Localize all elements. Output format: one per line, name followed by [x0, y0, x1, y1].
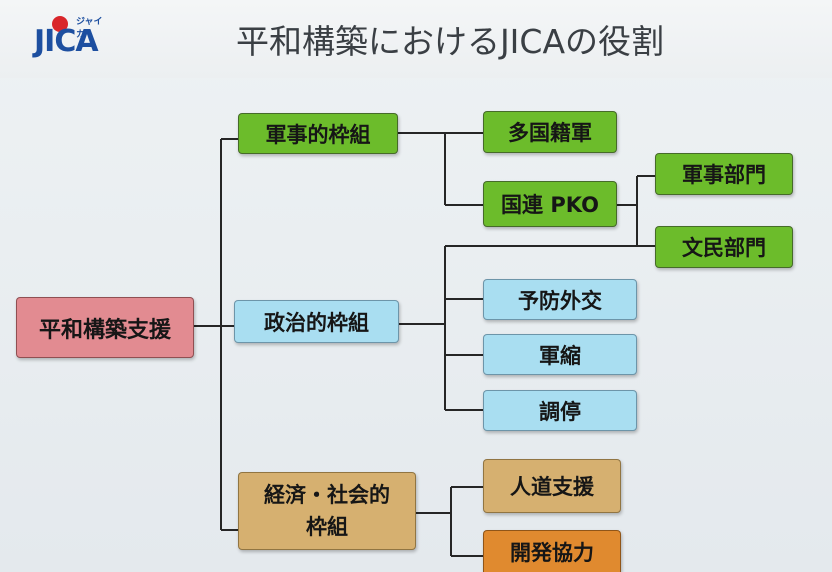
- node-root: 平和構築支援: [16, 297, 194, 358]
- slide-header: [0, 0, 832, 78]
- logo-kana: ジャイカ: [76, 17, 103, 40]
- logo-red-dot: [52, 16, 68, 32]
- node-mediation: 調停: [483, 390, 637, 431]
- node-development-cooperation: 開発協力: [483, 530, 621, 572]
- node-civilian-component: 文民部門: [655, 226, 793, 268]
- node-political-framework: 政治的枠組: [234, 300, 399, 343]
- node-economic-social-framework: 経済・社会的 枠組: [238, 472, 416, 550]
- logo-text: JICA: [34, 24, 99, 59]
- node-multinational-forces: 多国籍軍: [483, 111, 617, 153]
- node-military-framework: 軍事的枠組: [238, 113, 398, 154]
- node-un-pko: 国連 PKO: [483, 181, 617, 227]
- node-preventive-diplomacy: 予防外交: [483, 279, 637, 320]
- slide-title: 平和構築におけるJICAの役割: [235, 22, 665, 61]
- node-disarmament: 軍縮: [483, 334, 637, 375]
- node-humanitarian-aid: 人道支援: [483, 459, 621, 513]
- node-economic-social-framework-line2: 枠組: [306, 515, 348, 539]
- node-military-component: 軍事部門: [655, 153, 793, 195]
- node-economic-social-framework-line1: 経済・社会的: [264, 483, 390, 507]
- jica-logo: JICA ジャイカ: [26, 10, 106, 66]
